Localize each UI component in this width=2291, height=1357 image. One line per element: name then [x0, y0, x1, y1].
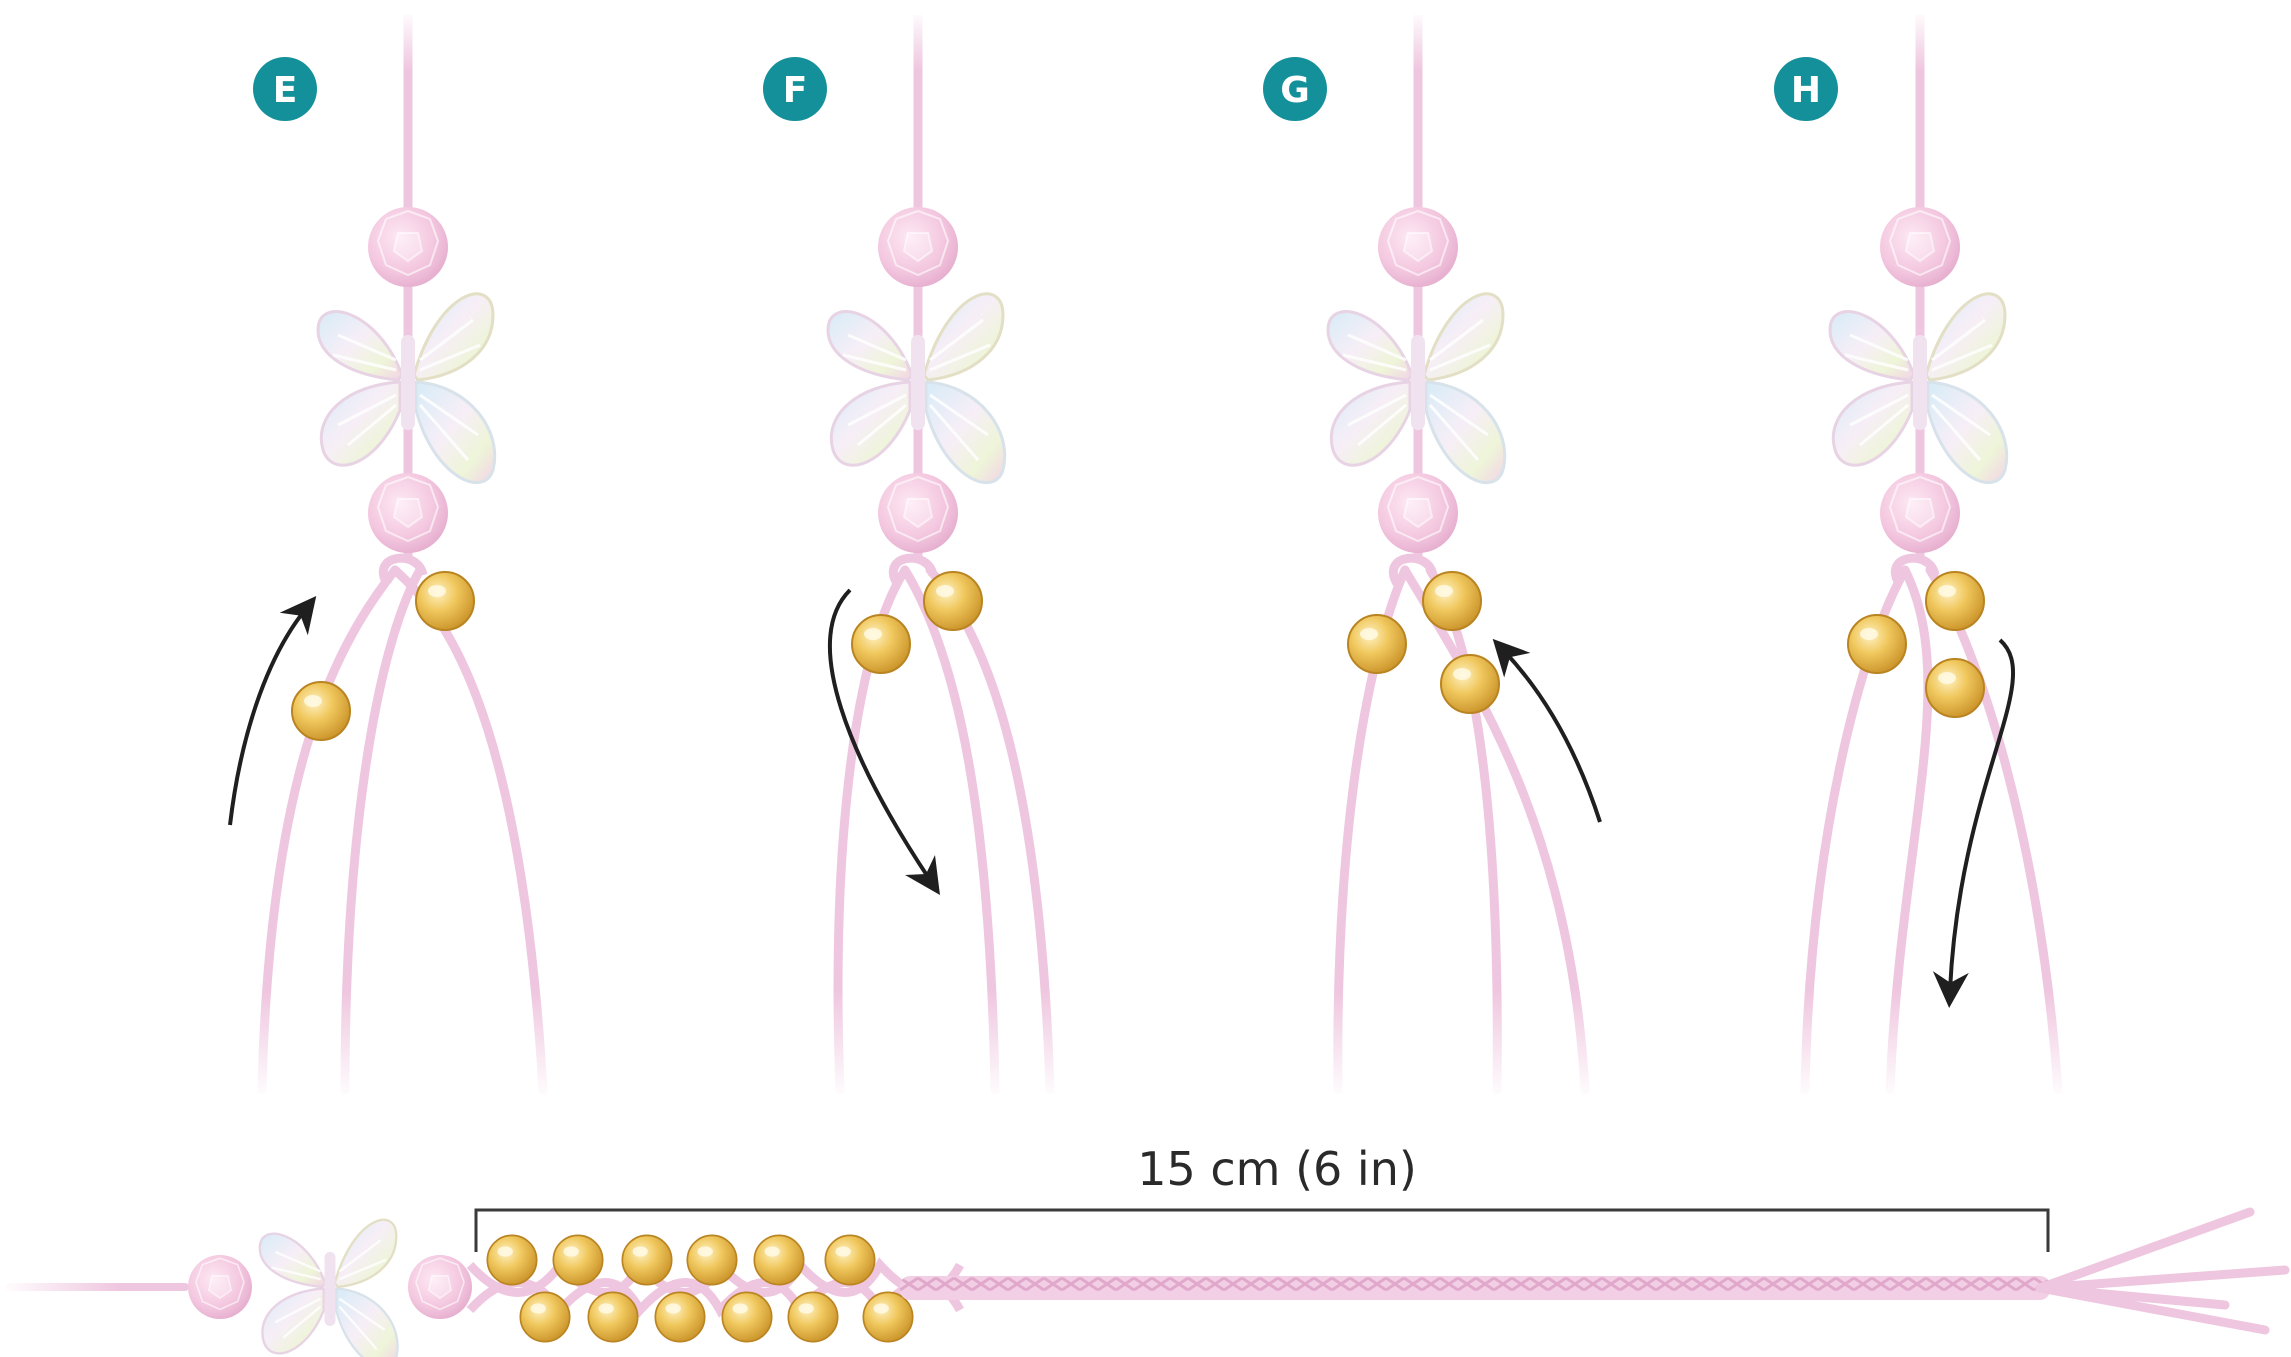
step-badge: H: [1774, 57, 1838, 121]
pink-faceted-bead: [368, 473, 448, 553]
gold-bead: [1926, 659, 1984, 717]
step-panel-e: E: [208, 10, 608, 1100]
pink-faceted-bead: [1378, 473, 1458, 553]
gold-bead: [1848, 615, 1906, 673]
step-panel-f: F: [718, 10, 1118, 1100]
pink-faceted-bead: [1880, 473, 1960, 553]
step-panel-h: H: [1720, 10, 2120, 1100]
step-panel-g: G: [1218, 10, 1618, 1100]
gold-bead: [520, 1292, 569, 1341]
gold-bead: [622, 1235, 671, 1284]
gold-bead: [722, 1292, 771, 1341]
step-letter: H: [1791, 70, 1821, 111]
gold-bead: [1423, 572, 1481, 630]
gold-bead: [655, 1292, 704, 1341]
butterfly-bead-icon: [260, 1220, 398, 1357]
step-badge: E: [253, 57, 317, 121]
gold-bead: [863, 1292, 912, 1341]
gold-bead: [825, 1235, 874, 1284]
measurement-label: 15 cm (6 in): [1137, 1142, 1417, 1196]
gold-bead: [487, 1235, 536, 1284]
step-letter: G: [1280, 70, 1310, 111]
gold-bead: [588, 1292, 637, 1341]
gold-bead: [1348, 615, 1406, 673]
gold-bead: [852, 615, 910, 673]
step-letter: E: [273, 70, 298, 111]
step-badge: F: [763, 57, 827, 121]
pink-faceted-bead: [368, 207, 448, 287]
gold-bead: [553, 1235, 602, 1284]
gold-bead: [1441, 655, 1499, 713]
gold-bead: [788, 1292, 837, 1341]
gold-bead: [416, 572, 474, 630]
gold-bead: [924, 572, 982, 630]
pink-faceted-bead: [1880, 207, 1960, 287]
gold-bead: [292, 682, 350, 740]
finished-bracelet: 15 cm (6 in): [0, 1142, 2285, 1357]
gold-bead: [754, 1235, 803, 1284]
pink-faceted-bead: [1378, 207, 1458, 287]
step-letter: F: [783, 70, 808, 111]
step-badge: G: [1263, 57, 1327, 121]
gold-bead: [1926, 572, 1984, 630]
pink-faceted-bead: [878, 207, 958, 287]
pink-faceted-bead: [878, 473, 958, 553]
curved-arrow-icon: [1505, 652, 1600, 822]
gold-bead: [687, 1235, 736, 1284]
